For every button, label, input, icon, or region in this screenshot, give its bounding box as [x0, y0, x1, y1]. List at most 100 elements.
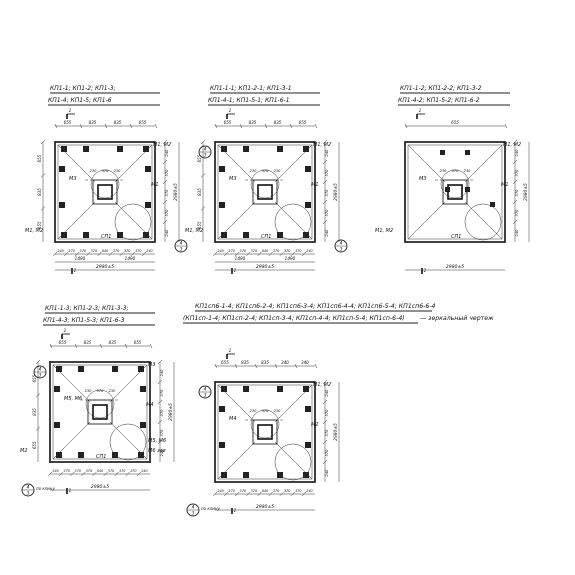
inner-dim-label: 230: [114, 169, 122, 173]
embedded-plate: [54, 422, 60, 428]
tick: [97, 251, 102, 257]
bottom-dim-label: 370: [108, 469, 114, 473]
embedded-plate: [465, 150, 470, 155]
tick: [35, 393, 41, 398]
bottom-dim-label: 240: [57, 249, 63, 253]
bottom-half-label: 1490: [125, 256, 136, 261]
mark-label: М1, М2: [153, 142, 171, 148]
overall-right-label: 2980±5: [168, 403, 174, 421]
callout-bottom: 3: [204, 153, 207, 159]
lifting-loop-circle: [464, 203, 502, 241]
tick: [136, 471, 142, 477]
rib-line: [464, 201, 503, 240]
tick: [162, 159, 168, 165]
section-mark-top: 1: [229, 108, 232, 114]
inner-dim-label: 370: [452, 169, 460, 173]
mark-label: СП1: [101, 234, 111, 240]
mark-label: М2: [311, 422, 319, 428]
bottom-dim-label: 370: [284, 249, 290, 253]
overall-bottom-label: 2980±5: [256, 264, 275, 270]
mark-label: М1, М2: [185, 228, 203, 234]
slab-outline: [404, 141, 506, 243]
panel-p4: КП1-1-3; КП1-2-3; КП1-3-3;КП1-4-3; КП1-5…: [20, 305, 175, 497]
bottom-dim-label: 370: [251, 249, 257, 253]
section-mark-bottom: 1: [234, 508, 237, 514]
detail-circle: [250, 169, 280, 199]
callout-top: 4: [39, 367, 42, 373]
tick: [322, 219, 328, 225]
tick: [157, 419, 163, 425]
inner-dim-label: 230: [85, 389, 93, 393]
embedded-plate: [243, 146, 249, 152]
callout-bottom: 3: [204, 393, 207, 399]
embedded-plate: [303, 146, 309, 152]
group-heading: КП1сп6-1-4; КП1сп6-2-4; КП1сп6-3-4; КП1с…: [183, 303, 494, 324]
top-dim-label: 835: [114, 120, 122, 125]
callout-top: 4: [27, 485, 30, 491]
left-dim-label: 655: [197, 221, 202, 229]
left-section-callout: 43: [33, 365, 47, 379]
tick: [157, 359, 163, 365]
tick: [322, 399, 328, 405]
tick: [322, 179, 328, 185]
embedded-plate: [465, 187, 470, 192]
slab-inner-edge: [217, 384, 313, 480]
left-section-callout: 43: [198, 385, 212, 399]
embedded-plate: [83, 232, 89, 238]
right-dim-label: 370: [515, 189, 519, 197]
tick: [200, 139, 206, 145]
panel-heading-1: КП1-1-1; КП1-2-1; КП1-3-1: [210, 85, 292, 92]
callout-bottom: 3: [39, 373, 42, 379]
embedded-plate: [305, 442, 311, 448]
tick: [239, 123, 243, 129]
embedded-plate: [305, 406, 311, 412]
bottom-half-label: 1490: [75, 256, 86, 261]
inner-dim-label: 370: [97, 389, 105, 393]
group-heading-line1: КП1сп6-1-4; КП1сп6-2-4; КП1сп6-3-4; КП1с…: [195, 303, 436, 310]
detail-circle: [90, 169, 120, 199]
left-dim-label: 835: [197, 188, 202, 196]
right-dim-label: 240: [325, 389, 329, 397]
tick: [257, 491, 262, 497]
embedded-plate: [445, 187, 450, 192]
inner-dim-label: 230: [109, 389, 117, 393]
tick: [157, 399, 163, 405]
tick: [79, 123, 83, 129]
note-label: по клину: [201, 506, 221, 511]
embedded-plate: [61, 232, 67, 238]
right-dim-label: 370: [325, 169, 329, 177]
tick: [108, 251, 113, 257]
top-dim-label: 835: [274, 120, 282, 125]
bottom-dim-label: 240: [217, 489, 223, 493]
top-dim-label: 655: [64, 120, 72, 125]
detail-circle: [440, 169, 470, 199]
right-dim-label: 370: [160, 409, 164, 417]
right-dim-label: 240: [160, 449, 164, 457]
section-mark-bottom: 1: [74, 268, 77, 274]
tick: [104, 123, 108, 129]
callout-bottom: 3: [340, 247, 343, 253]
tick: [235, 491, 240, 497]
slab-outline: [214, 141, 316, 243]
tick: [157, 439, 163, 445]
inner-dim-label: 370: [262, 409, 270, 413]
bottom-dim-label: 840: [102, 249, 108, 253]
callout-bottom: 3: [192, 511, 195, 517]
tick: [246, 491, 251, 497]
tick: [141, 251, 147, 257]
embedded-plate: [140, 422, 146, 428]
right-dim-label: 370: [325, 449, 329, 457]
embedded-plate: [305, 202, 311, 208]
right-dim-label: 240: [165, 229, 169, 237]
mark-label: СП1: [451, 234, 461, 240]
section-mark-top: 1: [419, 108, 422, 114]
top-dim-label: 655: [221, 360, 229, 365]
mark-label: М5, М6: [64, 396, 82, 402]
slab-inner-edge: [217, 144, 313, 240]
tick: [40, 173, 46, 178]
overall-bottom-label: 2980±5: [91, 484, 110, 490]
tick: [214, 363, 218, 369]
tick: [92, 471, 97, 477]
